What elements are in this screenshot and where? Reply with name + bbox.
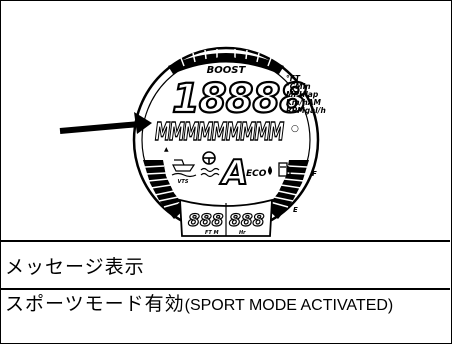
water-wave-icon	[200, 167, 220, 178]
fuel-full-label: F	[312, 170, 317, 178]
unit-kmham: Km/hAM	[286, 98, 322, 107]
hour-digits: 888	[229, 211, 265, 231]
up-triangle-icon: ▲	[164, 146, 169, 153]
unit-cmin: °CMin	[286, 82, 311, 91]
left-bar-graph: ▲ ▼	[143, 146, 186, 219]
fuel-empty-label: E	[293, 206, 298, 214]
eco-label: ECO	[246, 169, 267, 179]
pointer-arrow-icon	[59, 112, 152, 134]
unit-ft: °FT	[286, 74, 301, 83]
message-japanese: スポーツモード有効	[5, 293, 185, 315]
pressure-units-label: mBAR PSI	[209, 57, 243, 64]
eco-drop-icon	[268, 166, 272, 175]
message-display-label: メッセージ表示	[5, 255, 145, 278]
fuel-bar-graph: F E	[266, 160, 317, 219]
depth-digits: 888	[188, 211, 224, 231]
lcd-gauge-illustration: mBAR PSI BOOST 18888 °FT °CMin MPHlap Km…	[59, 46, 326, 237]
boost-label: BOOST	[207, 65, 247, 76]
unit-mphlap: MPHlap	[286, 90, 319, 99]
boost-bar-graph	[168, 49, 284, 74]
vts-label: VTS	[178, 179, 189, 185]
message-row: スポーツモード有効(SPORT MODE ACTIVATED)	[0, 292, 450, 342]
steering-wheel-icon	[202, 151, 216, 165]
fuel-pump-icon	[278, 162, 291, 177]
bottom-display: 888 888 FT M Hr	[179, 198, 273, 237]
degree-indicator: ○	[291, 124, 299, 134]
message-segment-display: MMMMMMMMM	[155, 117, 284, 146]
hour-unit-label: Hr	[239, 230, 246, 236]
unit-rpmgal: RPMgal/h	[286, 106, 326, 115]
row-divider	[0, 288, 450, 290]
message-segment-area	[152, 115, 288, 143]
row-divider	[0, 240, 450, 242]
mode-character: A	[219, 153, 248, 193]
gauge-figure-cell: mBAR PSI BOOST 18888 °FT °CMin MPHlap Km…	[59, 46, 326, 237]
message-english: (SPORT MODE ACTIVATED)	[184, 297, 394, 314]
unit-column: °FT °CMin MPHlap Km/hAM RPMgal/h	[286, 74, 326, 115]
boat-trim-icon	[171, 159, 197, 178]
depth-unit-label: FT M	[205, 230, 219, 236]
